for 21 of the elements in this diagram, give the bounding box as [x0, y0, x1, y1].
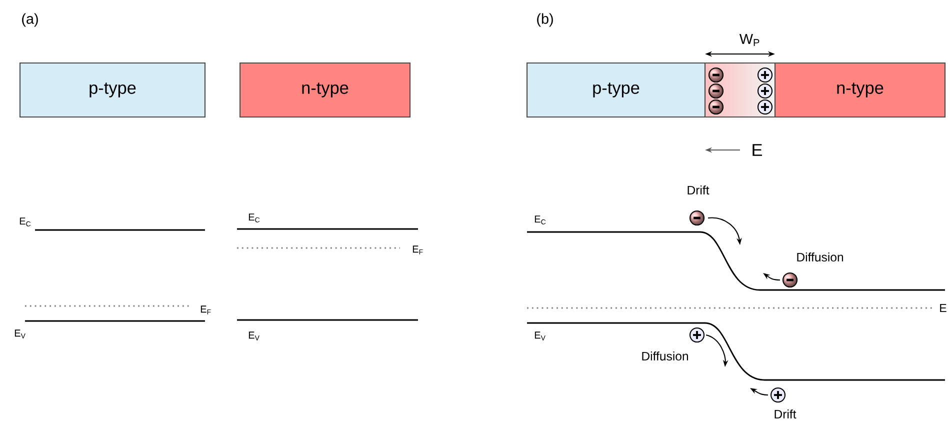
semiconductor-block: n-type	[239, 62, 411, 118]
dimension-label: W$_{P}$	[739, 34, 760, 46]
field-label: E	[752, 144, 762, 156]
carrier-label: Diffusion	[797, 252, 844, 262]
band-label: E$_{V}$	[248, 332, 260, 340]
band-label: E$_{V}$	[534, 332, 546, 340]
band-label: E$_{C}$	[20, 218, 31, 226]
semiconductor-block: n-type	[774, 62, 946, 118]
band-label: E$_{F}$	[412, 246, 423, 254]
band-label: E$_{C}$	[534, 216, 546, 224]
panel-label: (b)	[537, 13, 553, 27]
carrier-label: Drift	[774, 410, 796, 418]
semiconductor-block: p-type	[526, 62, 706, 118]
band-label: E$_{F}$	[200, 306, 211, 314]
semiconductor-block: p-type	[19, 62, 206, 118]
band-label: E	[940, 304, 946, 312]
band-label: E$_{C}$	[248, 214, 260, 222]
carrier-label: Drift	[688, 186, 710, 194]
carrier-label: Diffusion	[642, 352, 688, 360]
band-label: E$_{V}$	[14, 330, 26, 338]
panel-label: (a)	[22, 13, 38, 27]
